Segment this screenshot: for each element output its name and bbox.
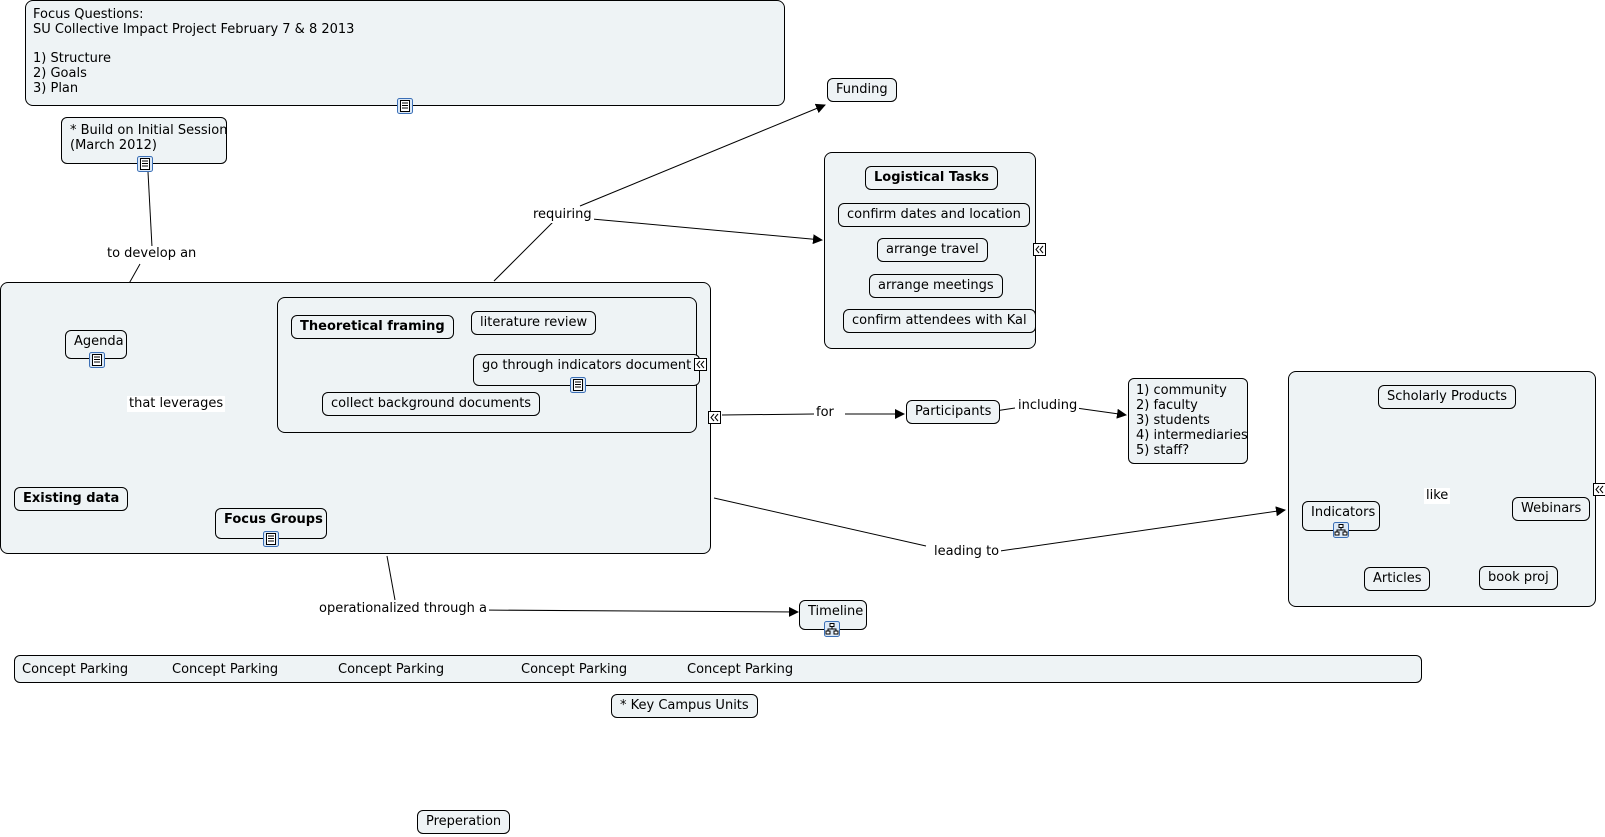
webinars-node[interactable]: Webinars xyxy=(1512,497,1591,521)
focus-question-item: 1) Structure xyxy=(33,51,111,66)
document-icon[interactable] xyxy=(570,377,586,393)
collapse-icon[interactable] xyxy=(708,411,721,424)
concept-parking-item[interactable]: Concept Parking xyxy=(521,662,628,677)
articles-node[interactable]: Articles xyxy=(1364,567,1431,591)
participants-node[interactable]: Participants xyxy=(906,400,1001,424)
participant-list-node[interactable]: 1) community 2) faculty 3) students 4) i… xyxy=(1128,378,1248,464)
hierarchy-icon[interactable] xyxy=(824,621,840,637)
collapse-icon[interactable] xyxy=(1593,483,1605,496)
linking-phrase-operationalized-through-a[interactable]: operationalized through a xyxy=(317,601,489,617)
collapse-icon[interactable] xyxy=(694,358,707,371)
focus-groups-node[interactable]: Focus Groups xyxy=(215,508,327,539)
focus-question-item: 2) Goals xyxy=(33,66,87,81)
concept-parking-item[interactable]: Concept Parking xyxy=(172,662,279,677)
document-icon[interactable] xyxy=(397,98,413,114)
focus-questions-subtitle: SU Collective Impact Project February 7 … xyxy=(33,22,355,37)
document-icon[interactable] xyxy=(137,156,153,172)
preperation-node[interactable]: Preperation xyxy=(417,810,511,834)
document-icon[interactable] xyxy=(89,352,105,368)
linking-phrase-leading-to[interactable]: leading to xyxy=(932,544,1002,560)
build-on-initial-session-node[interactable]: * Build on Initial Session (March 2012) xyxy=(61,117,227,164)
linking-phrase-requiring[interactable]: requiring xyxy=(531,207,594,223)
collapse-icon[interactable] xyxy=(1033,243,1046,256)
confirm-dates-node[interactable]: confirm dates and location xyxy=(838,203,1030,227)
concept-parking-bar[interactable]: Concept Parking Concept Parking Concept … xyxy=(14,655,1422,683)
key-campus-units-node[interactable]: * Key Campus Units xyxy=(611,694,758,718)
indicators-document-node[interactable]: go through indicators document xyxy=(473,354,701,386)
background-documents-node[interactable]: collect background documents xyxy=(322,392,541,416)
existing-data-node[interactable]: Existing data xyxy=(14,487,129,511)
scholarly-products-node[interactable]: Scholarly Products xyxy=(1378,385,1517,409)
focus-question-item: 3) Plan xyxy=(33,81,79,96)
document-icon[interactable] xyxy=(263,531,279,547)
book-proj-node[interactable]: book proj xyxy=(1479,566,1558,590)
literature-review-node[interactable]: literature review xyxy=(471,311,597,335)
linking-phrase-that-leverages[interactable]: that leverages xyxy=(127,396,226,412)
arrange-travel-node[interactable]: arrange travel xyxy=(877,238,988,262)
funding-node[interactable]: Funding xyxy=(827,78,897,102)
linking-phrase-for[interactable]: for xyxy=(814,405,836,421)
theoretical-framing-node[interactable]: Theoretical framing xyxy=(291,315,454,339)
hierarchy-icon[interactable] xyxy=(1333,522,1349,538)
concept-parking-item[interactable]: Concept Parking xyxy=(22,662,129,677)
confirm-attendees-node[interactable]: confirm attendees with Kal xyxy=(843,309,1036,333)
focus-questions-box[interactable]: Focus Questions: SU Collective Impact Pr… xyxy=(25,0,785,106)
concept-parking-item[interactable]: Concept Parking xyxy=(687,662,794,677)
arrange-meetings-node[interactable]: arrange meetings xyxy=(869,274,1003,298)
linking-phrase-to-develop-an[interactable]: to develop an xyxy=(105,246,199,262)
logistical-tasks-node[interactable]: Logistical Tasks xyxy=(865,166,998,190)
concept-parking-item[interactable]: Concept Parking xyxy=(338,662,445,677)
focus-questions-heading: Focus Questions: xyxy=(33,7,144,22)
linking-phrase-including[interactable]: including xyxy=(1016,398,1080,414)
linking-phrase-like[interactable]: like xyxy=(1424,488,1451,504)
